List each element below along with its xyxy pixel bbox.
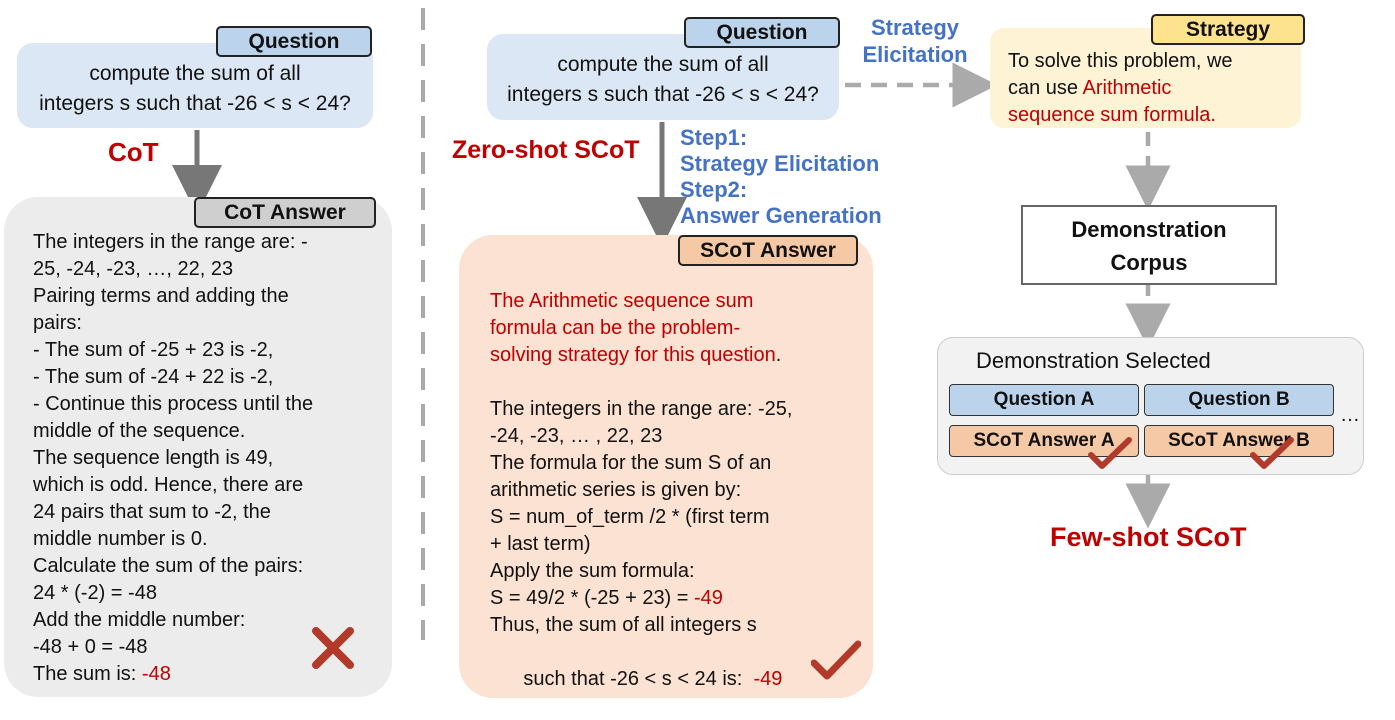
strategy-text-line: To solve this problem, we — [1008, 50, 1233, 72]
answer-line: The sequence length is 49, — [33, 447, 274, 469]
answer-line: middle of the sequence. — [33, 420, 246, 442]
scot-question-text: compute the sum of all integers s such t… — [487, 34, 839, 110]
step-label: Strategy Elicitation — [680, 151, 880, 176]
answer-line: arithmetic series is given by: — [490, 479, 742, 501]
scot-answer-tag: SCoT Answer — [678, 235, 858, 266]
final-prefix: such that -26 < s < 24 is: — [523, 668, 754, 690]
answer-line: Apply the sum formula: — [490, 560, 695, 582]
cot-answer-tag: CoT Answer — [194, 197, 376, 228]
answer-line: + last term) — [490, 533, 591, 555]
answer-line: The integers in the range are: -25, — [490, 398, 793, 420]
calc-prefix: S = 49/2 * (-25 + 23) = — [490, 587, 695, 609]
answer-line: -24, -23, … , 22, 23 — [490, 425, 663, 447]
strategy-elicitation-edge-label: Strategy Elicitation — [855, 14, 975, 68]
calc-value: -49 — [694, 587, 723, 609]
cot-question-tag: Question — [216, 26, 372, 57]
check-icon — [1250, 437, 1294, 469]
strategy-text-plain: can use — [1008, 77, 1083, 99]
final-prefix: The sum is: — [33, 663, 142, 685]
edge-label-line: Elicitation — [862, 42, 968, 67]
more-ellipsis: … — [1340, 404, 1360, 426]
strategy-line: solving strategy for this question. — [490, 342, 792, 369]
answer-line: which is odd. Hence, there are — [33, 474, 304, 496]
answer-line: pairs: — [33, 312, 82, 334]
strategy-text-line: can use Arithmetic — [1008, 75, 1233, 102]
corpus-line: Corpus — [1110, 250, 1188, 275]
step-label: Answer Generation — [680, 203, 882, 228]
check-icon — [1088, 437, 1132, 469]
demonstration-selected-box: Demonstration Selected Question A Questi… — [937, 337, 1364, 475]
question-line: compute the sum of all — [89, 62, 301, 85]
strategy-line: formula can be the problem- — [490, 317, 741, 339]
final-answer-line: The sum is: -48 — [33, 661, 313, 688]
cot-question-text: compute the sum of all integers s such t… — [17, 43, 373, 119]
question-a: Question A — [949, 384, 1139, 416]
strategy-text-red: Arithmetic — [1082, 77, 1172, 99]
zeroshot-method-label: Zero-shot SCoT — [452, 136, 640, 164]
cross-icon — [312, 627, 354, 669]
question-line: integers s such that -26 < s < 24? — [39, 92, 351, 115]
answer-line: The integers in the range are: - — [33, 231, 308, 253]
answer-line: Thus, the sum of all integers s — [490, 614, 757, 636]
zeroshot-steps: Step1: Strategy Elicitation Step2: Answe… — [680, 125, 882, 229]
scot-answer-box: The Arithmetic sequence sum formula can … — [459, 235, 873, 698]
answer-line: 24 * (-2) = -48 — [33, 582, 157, 604]
fewshot-method-label: Few-shot SCoT — [1050, 522, 1247, 552]
answer-line: - The sum of -24 + 22 is -2, — [33, 366, 274, 388]
cot-method-label: CoT — [108, 137, 159, 167]
answer-line: - The sum of -25 + 23 is -2, — [33, 339, 274, 361]
answer-line: - Continue this process until the — [33, 393, 314, 415]
answer-line: S = num_of_term /2 * (first term — [490, 506, 770, 528]
answer-line: Calculate the sum of the pairs: — [33, 555, 304, 577]
answer-line: 24 pairs that sum to -2, the — [33, 501, 271, 523]
answer-line: Pairing terms and adding the — [33, 285, 289, 307]
cot-question-box: compute the sum of all integers s such t… — [17, 43, 373, 128]
step-label: Step1: — [680, 125, 748, 150]
answer-line: 25, -24, -23, …, 22, 23 — [33, 258, 234, 280]
cot-answer-box: The integers in the range are: - 25, -24… — [4, 197, 392, 697]
demonstration-corpus-box: Demonstration Corpus — [1021, 205, 1277, 285]
strategy-tag: Strategy — [1151, 14, 1305, 45]
answer-line: -48 + 0 = -48 — [33, 636, 148, 658]
final-answer-line: such that -26 < s < 24 is: -49 — [490, 639, 792, 720]
final-value: -49 — [753, 668, 783, 690]
scot-question-tag: Question — [684, 17, 840, 48]
calc-line: S = 49/2 * (-25 + 23) = -49 — [490, 585, 792, 612]
answer-line: middle number is 0. — [33, 528, 208, 550]
selected-title: Demonstration Selected — [976, 348, 1211, 373]
answer-line: The formula for the sum S of an — [490, 452, 772, 474]
question-b: Question B — [1144, 384, 1334, 416]
edge-label-line: Strategy — [870, 15, 960, 40]
answer-line: Add the middle number: — [33, 609, 246, 631]
answer-a: SCoT Answer A — [949, 425, 1139, 457]
strategy-line-text: solving strategy for this question — [490, 344, 776, 366]
question-line: compute the sum of all — [557, 53, 769, 76]
answer-b: SCoT Answer B — [1144, 425, 1334, 457]
check-icon — [811, 640, 861, 680]
strategy-line: The Arithmetic sequence sum — [490, 290, 754, 312]
question-line: integers s such that -26 < s < 24? — [507, 83, 819, 106]
corpus-line: Demonstration — [1071, 217, 1227, 242]
strategy-text-line: sequence sum formula. — [1008, 104, 1216, 126]
step-label: Step2: — [680, 177, 748, 202]
final-value: -48 — [141, 663, 171, 685]
strategy-line-end: . — [775, 344, 782, 366]
scot-question-box: compute the sum of all integers s such t… — [487, 34, 839, 120]
